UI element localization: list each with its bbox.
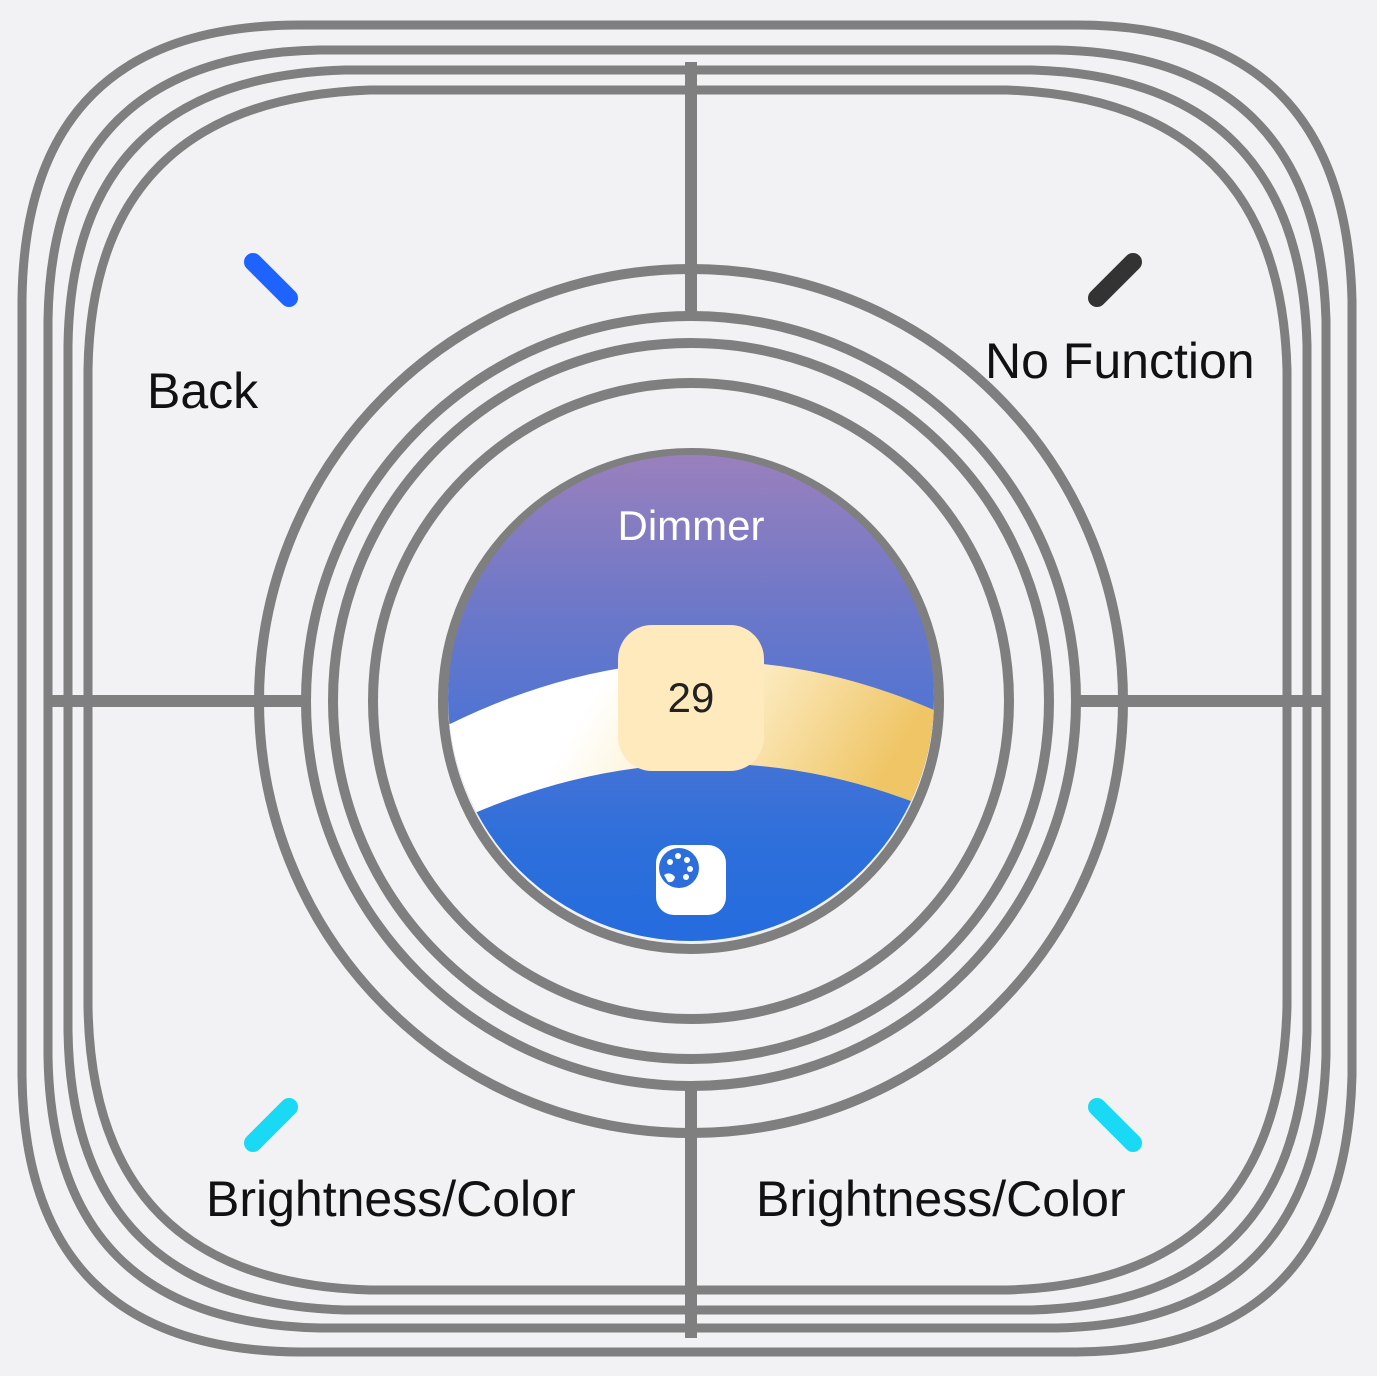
display-title: Dimmer bbox=[617, 502, 765, 549]
dimmer-value: 29 bbox=[667, 674, 715, 721]
back-label: Back bbox=[147, 363, 259, 419]
brightness-color-left-label: Brightness/Color bbox=[206, 1171, 576, 1227]
no-function-label: No Function bbox=[985, 333, 1255, 389]
palette-button[interactable] bbox=[656, 845, 726, 915]
brightness-color-right-label: Brightness/Color bbox=[756, 1171, 1126, 1227]
brightness-color-right-indicator bbox=[1088, 1098, 1142, 1152]
back-indicator bbox=[244, 253, 298, 307]
dimmer-display: Dimmer 29 bbox=[448, 455, 934, 941]
dimmer-value-chip[interactable]: 29 bbox=[618, 625, 764, 771]
no-function-indicator bbox=[1088, 253, 1142, 307]
brightness-color-left-indicator bbox=[244, 1098, 298, 1152]
